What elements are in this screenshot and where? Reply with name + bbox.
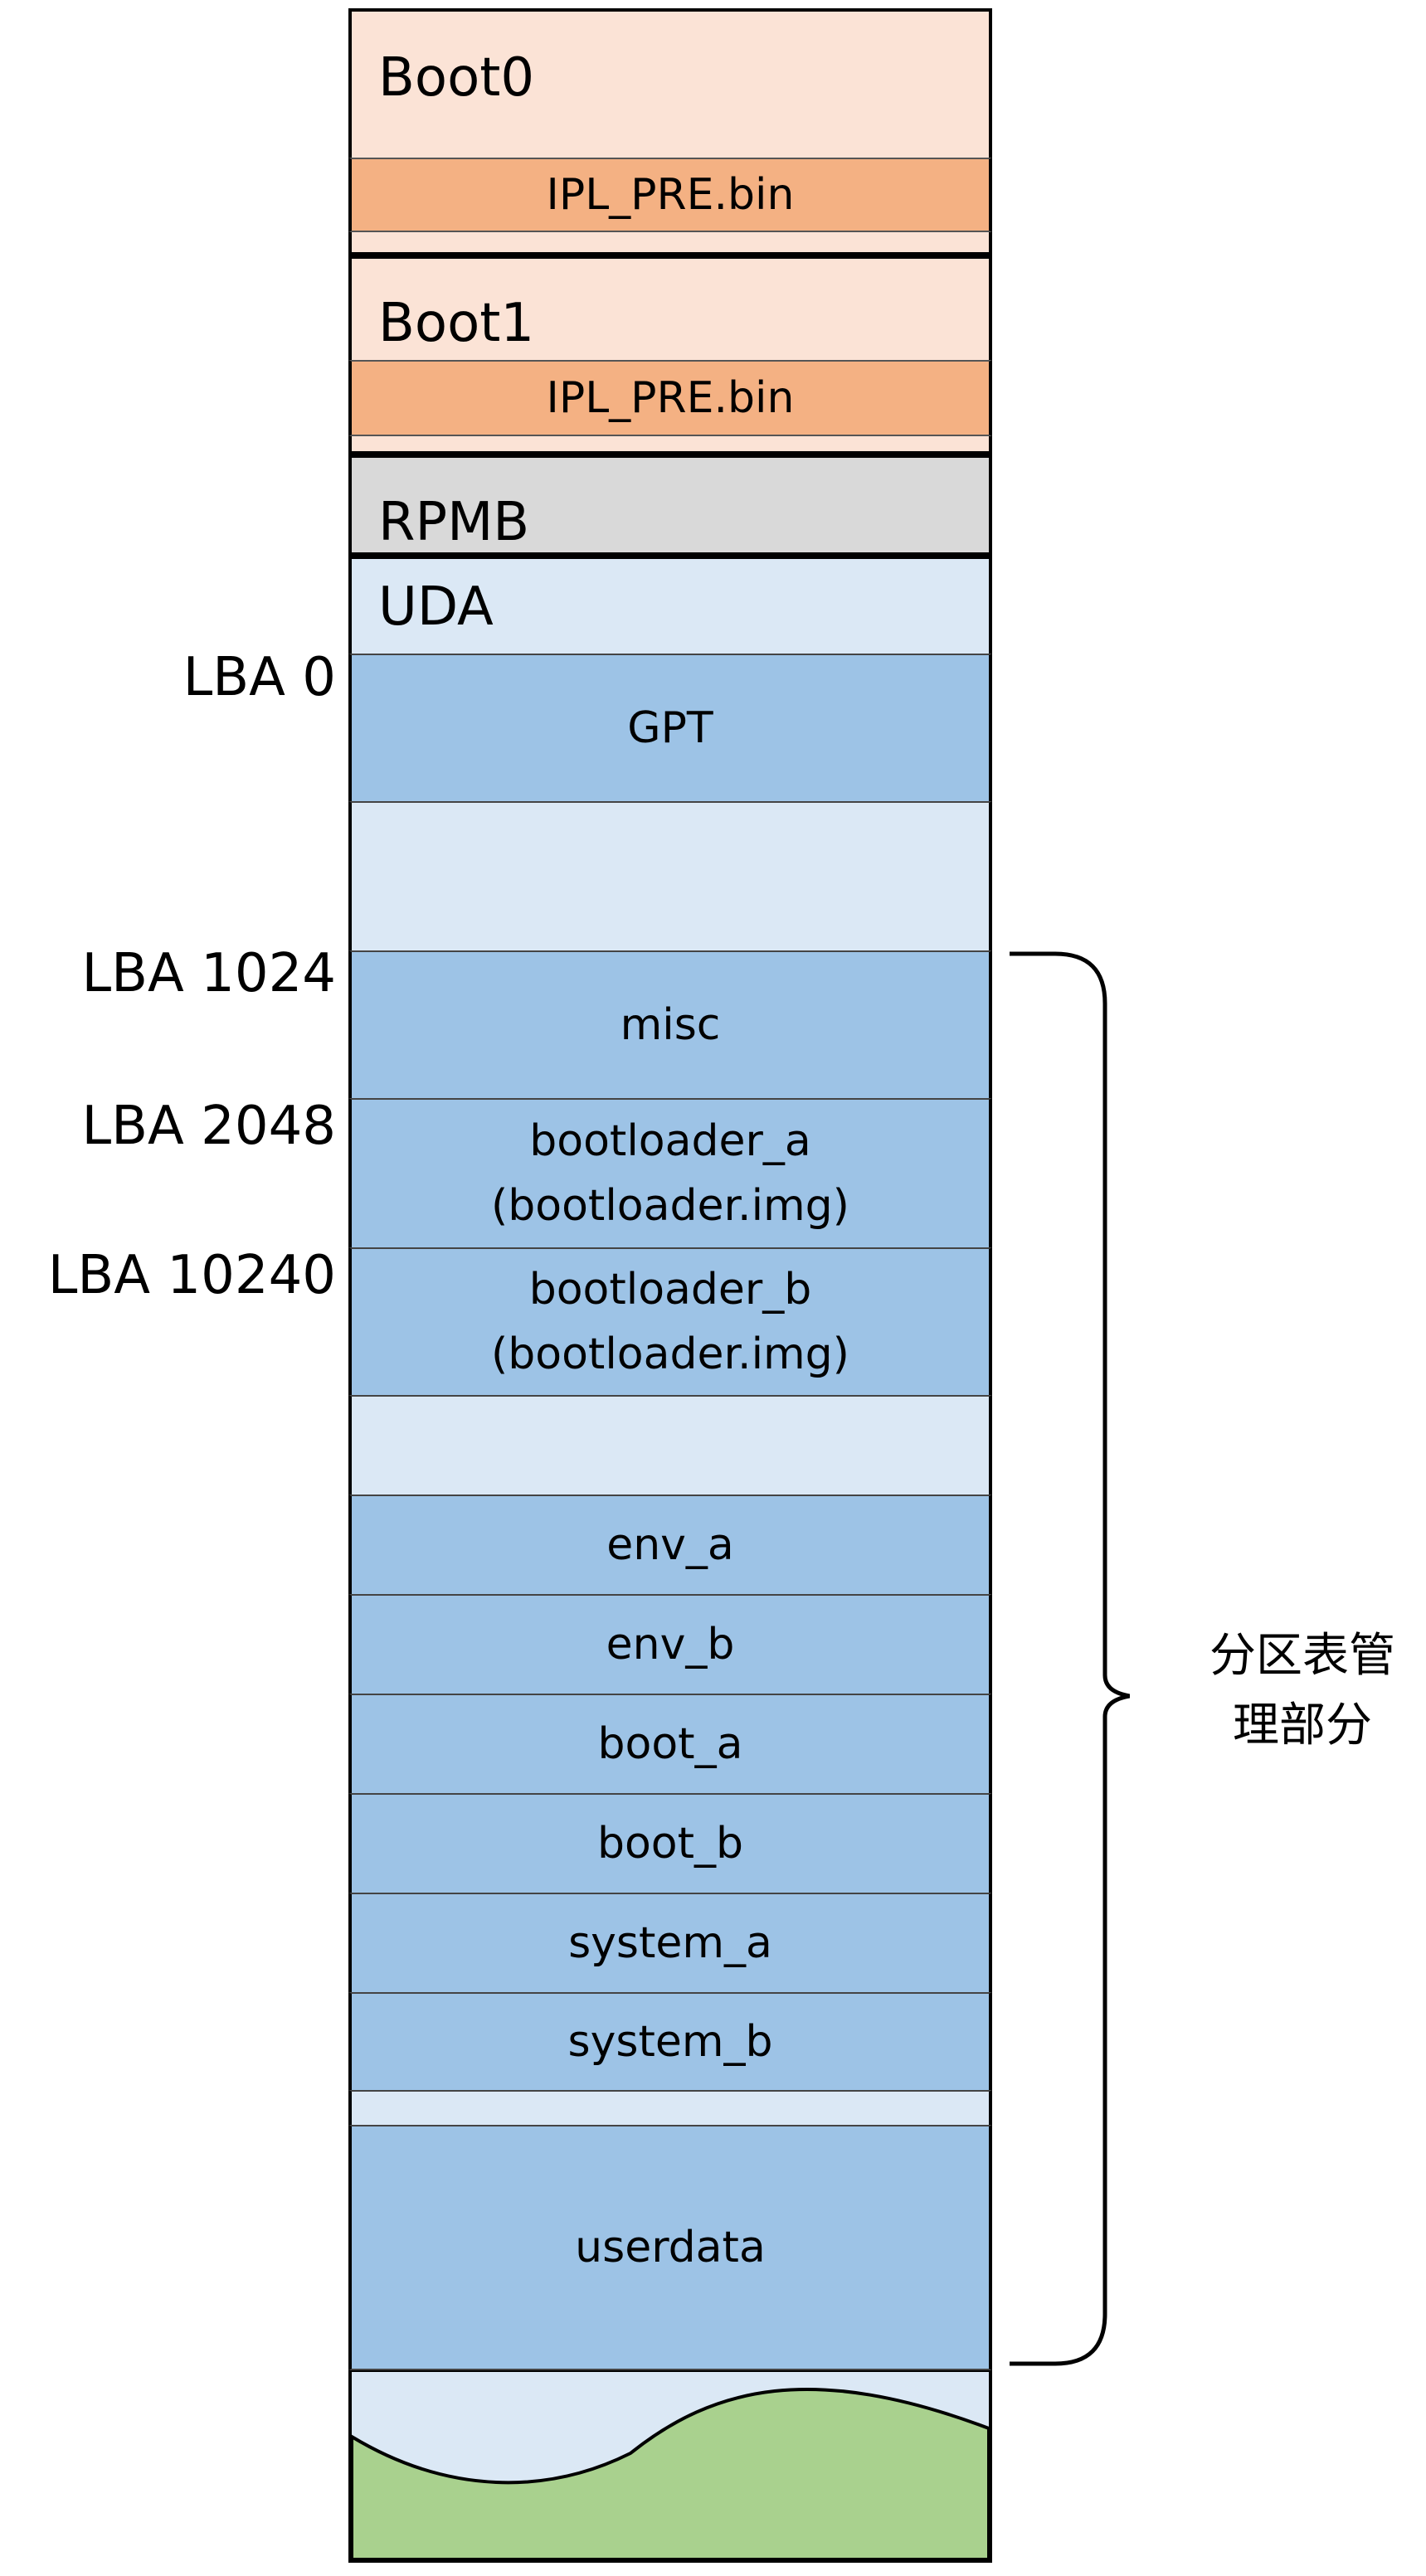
partition-system-a-label: system_a [568, 1918, 772, 1968]
partition-env-b-label: env_b [606, 1620, 735, 1670]
curly-bracket [1010, 951, 1130, 2366]
partition-env-a-label: env_a [606, 1520, 734, 1570]
gap-after-system [348, 2090, 992, 2125]
partition-boot-a-label: boot_a [597, 1719, 743, 1769]
gap-after-bootloader [348, 1395, 992, 1495]
lba-0-label: LBA 0 [183, 647, 336, 708]
boot0-title: Boot0 [378, 47, 535, 109]
rpmb-section [348, 454, 992, 556]
partition-env-b: env_b [348, 1594, 992, 1694]
boot0-ipl-bar: IPL_PRE.bin [348, 158, 992, 232]
partition-system-b-label: system_b [567, 2017, 773, 2067]
uda-title: UDA [378, 576, 494, 638]
partition-boot-a: boot_a [348, 1694, 992, 1793]
partition-system-a: system_a [348, 1893, 992, 1992]
partition-userdata-label: userdata [575, 2223, 766, 2272]
partition-boot-b: boot_b [348, 1793, 992, 1893]
partition-boot-b-label: boot_b [596, 1819, 744, 1869]
bracket-label-line1: 分区表管 [1209, 1629, 1395, 1683]
boot1-title: Boot1 [378, 293, 535, 354]
partition-gpt: GPT [348, 654, 992, 801]
boot1-ipl-label: IPL_PRE.bin [546, 373, 795, 423]
partition-bootloader-a: bootloader_a (bootloader.img) [348, 1098, 992, 1247]
partition-gpt-label: GPT [627, 703, 713, 753]
partition-userdata: userdata [348, 2125, 992, 2370]
partition-bootloader-b-name: bootloader_b [528, 1265, 812, 1315]
lba-10240-label: LBA 10240 [47, 1245, 336, 1306]
partition-bootloader-a-img: (bootloader.img) [491, 1181, 849, 1231]
boot0-ipl-label: IPL_PRE.bin [546, 170, 795, 220]
partition-misc-label: misc [620, 1000, 721, 1050]
partition-bootloader-b: bootloader_b (bootloader.img) [348, 1247, 992, 1395]
bottom-wave [348, 2370, 992, 2563]
rpmb-title: RPMB [378, 492, 530, 553]
lba-1024-label: LBA 1024 [81, 943, 336, 1004]
boot1-ipl-bar: IPL_PRE.bin [348, 360, 992, 436]
bracket-label-line2: 理部分 [1233, 1699, 1372, 1752]
partition-bootloader-b-img: (bootloader.img) [491, 1329, 849, 1379]
partition-table-managed-label: 分区表管 理部分 [1186, 1621, 1419, 1761]
gap-after-gpt [348, 801, 992, 950]
lba-2048-label: LBA 2048 [81, 1096, 336, 1157]
partition-bootloader-a-name: bootloader_a [529, 1116, 811, 1166]
partition-env-a: env_a [348, 1495, 992, 1594]
partition-system-b: system_b [348, 1992, 992, 2090]
partition-misc: misc [348, 950, 992, 1098]
